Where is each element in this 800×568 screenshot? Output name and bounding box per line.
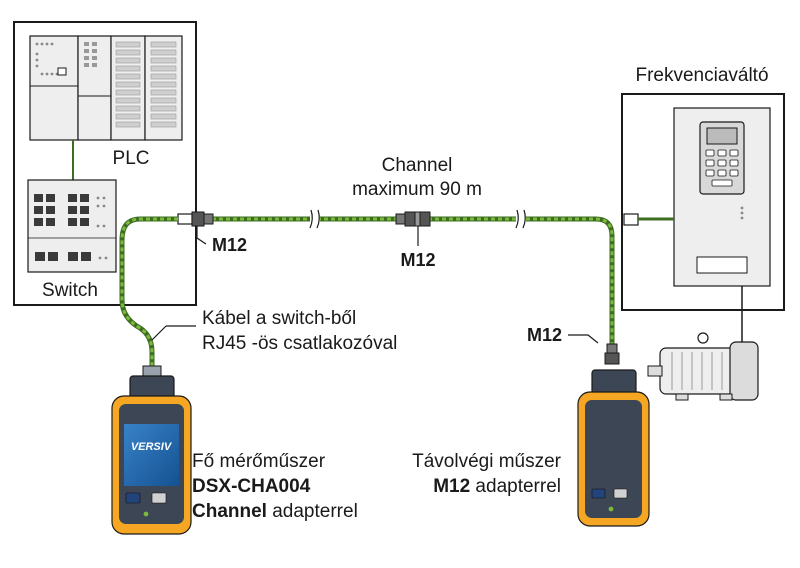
cable-break-left xyxy=(309,209,320,229)
main-tester-title: Fő mérőműszer xyxy=(192,451,326,472)
main-tester-adapter-plug xyxy=(142,365,162,377)
remote-tester-adapter xyxy=(591,369,637,395)
motor-endcap xyxy=(729,341,759,401)
main-tester-adapter-text: Channel adapterrel xyxy=(192,501,358,522)
m12-connector-left xyxy=(177,211,214,227)
left-cabinet: PLC Switch xyxy=(13,21,197,306)
remote-tester-face xyxy=(585,400,642,518)
main-tester-button-right xyxy=(151,492,167,504)
cable-label-line2: RJ45 -ös csatlakozóval xyxy=(202,333,397,354)
remote-tester-adapter-bold: M12 xyxy=(433,476,470,497)
channel-cable xyxy=(177,209,620,365)
right-cabinet xyxy=(621,93,785,311)
main-tester-adapter-bold: Channel xyxy=(192,501,267,522)
channel-length-label: maximum 90 m xyxy=(352,179,482,200)
vfd-label: Frekvenciaváltó xyxy=(635,65,768,86)
switch-unit xyxy=(27,179,117,273)
main-tester-model: DSX-CHA004 xyxy=(192,476,311,497)
remote-tester-power-led xyxy=(608,506,614,512)
main-tester-adapter-rest: adapterrel xyxy=(267,501,358,522)
m12-label-right: M12 xyxy=(527,325,562,345)
cable-label-line1: Kábel a switch-ből xyxy=(202,308,356,329)
plc-port-icon xyxy=(57,67,67,76)
vfd-port xyxy=(623,213,639,226)
m12-label-center: M12 xyxy=(400,250,435,270)
m12-label-left: M12 xyxy=(212,235,247,255)
m12-connector-right xyxy=(604,343,620,365)
cable-break-right xyxy=(515,209,526,229)
motor-shaft xyxy=(647,365,663,377)
remote-tester-adapter-text: M12 adapterrel xyxy=(433,476,561,497)
plc-cpu-module xyxy=(29,35,79,141)
plc-comm-module xyxy=(77,35,112,141)
main-tester-adapter xyxy=(129,375,175,399)
remote-tester-button-left xyxy=(591,488,606,499)
main-tester-button-left xyxy=(125,492,141,504)
channel-label: Channel xyxy=(382,155,453,176)
motor xyxy=(647,332,759,401)
remote-tester-adapter-rest: adapterrel xyxy=(470,476,561,497)
motor-eyebolt xyxy=(697,332,709,344)
remote-tester-button-right xyxy=(613,488,628,499)
vfd-display xyxy=(706,127,738,145)
main-tester-power-led xyxy=(143,511,149,517)
plc-unit xyxy=(29,35,183,141)
remote-tester-title: Távolvégi műszer xyxy=(412,451,562,472)
switch-label: Switch xyxy=(42,280,98,301)
brand-logo: VERSIV xyxy=(131,441,173,453)
remote-tester xyxy=(577,369,650,527)
vfd-nameplate xyxy=(696,256,748,274)
m12-connector-center xyxy=(395,211,431,227)
main-tester: VERSIV xyxy=(111,365,192,535)
plc-label: PLC xyxy=(113,148,150,169)
